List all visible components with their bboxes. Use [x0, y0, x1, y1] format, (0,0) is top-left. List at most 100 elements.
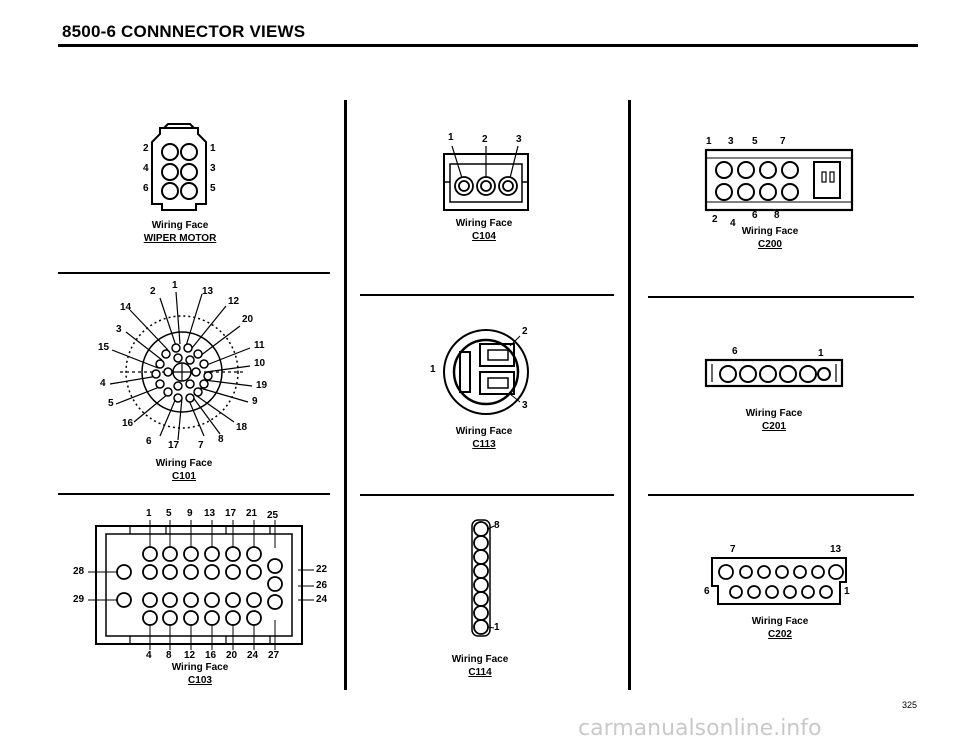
pin-label: 8	[218, 434, 224, 445]
connector-name: C101	[172, 471, 196, 482]
c113-connector: 2 1 3	[424, 322, 544, 422]
pin-label: 10	[254, 358, 266, 369]
pin-label: 13	[202, 286, 214, 297]
pin-label: 5	[210, 183, 216, 194]
pin-label: 2	[143, 143, 149, 154]
row-divider	[648, 494, 914, 496]
c202-connector: 7 13 6 1	[700, 544, 860, 608]
wiring-face-label: Wiring Face	[155, 458, 213, 469]
wiring-face-label: Wiring Face	[151, 220, 209, 231]
pin-label: 2	[150, 286, 156, 297]
pin-label: 9	[187, 508, 193, 519]
header-rule	[58, 44, 918, 47]
pin-label: 1	[844, 586, 850, 597]
c201-connector-drawing	[704, 358, 844, 388]
pin-label: 2	[482, 134, 488, 145]
c113-caption: Wiring Face C113	[434, 426, 534, 450]
pin-label: 13	[830, 544, 842, 555]
row-divider	[360, 294, 614, 296]
pin-label: 3	[522, 400, 528, 411]
wiring-face-label: Wiring Face	[745, 408, 803, 419]
pin-label: 3	[516, 134, 522, 145]
c103-connector-drawing	[88, 520, 314, 650]
pin-label: 20	[226, 650, 238, 661]
c202-caption: Wiring Face C202	[730, 616, 830, 640]
c202-connector-drawing	[711, 557, 847, 605]
pin-label: 1	[818, 348, 824, 359]
pin-label: 3	[116, 324, 122, 335]
pin-label: 22	[316, 564, 328, 575]
c101-caption: Wiring Face C101	[134, 458, 234, 482]
c200-connector-drawing	[704, 148, 854, 212]
pin-label: 6	[704, 586, 710, 597]
pin-label: 6	[146, 436, 152, 447]
pin-label: 11	[254, 340, 265, 351]
row-divider	[648, 296, 914, 298]
pin-label: 14	[120, 302, 132, 313]
pin-label: 26	[316, 580, 328, 591]
wiring-face-label: Wiring Face	[741, 226, 799, 237]
pin-label: 1	[210, 143, 216, 154]
c104-connector: 1 2 3	[434, 132, 534, 218]
pin-label: 18	[236, 422, 248, 433]
wiring-face-label: Wiring Face	[455, 218, 513, 229]
wiper-motor-connector: 2 1 4 3 6 5	[140, 123, 230, 214]
pin-label: 1	[430, 364, 436, 375]
connector-name: C113	[472, 439, 496, 450]
c200-caption: Wiring Face C200	[720, 226, 820, 250]
row-divider	[58, 493, 330, 495]
pin-label: 24	[316, 594, 328, 605]
pin-label: 8	[494, 520, 500, 531]
row-divider	[360, 494, 614, 496]
column-divider-right	[628, 100, 631, 690]
pin-label: 4	[730, 218, 736, 229]
pin-label: 7	[198, 440, 204, 451]
pin-label: 1	[172, 280, 178, 291]
pin-label: 4	[146, 650, 152, 661]
pin-label: 4	[143, 163, 149, 174]
c200-connector: 1 3 5 7 2 4 6 8	[700, 134, 860, 229]
pin-label: 16	[122, 418, 134, 429]
wiring-face-label: Wiring Face	[451, 654, 509, 665]
pin-label: 3	[210, 163, 216, 174]
c101-connector-drawing	[109, 291, 253, 441]
c114-connector-drawing	[471, 519, 495, 637]
c113-connector-drawing	[443, 329, 529, 415]
wiring-face-label: Wiring Face	[171, 662, 229, 673]
pin-label: 5	[166, 508, 172, 519]
pin-label: 25	[267, 510, 279, 521]
watermark: carmanualsonline.info	[578, 716, 822, 741]
pin-label: 1	[494, 622, 500, 633]
pin-label: 29	[73, 594, 85, 605]
c114-connector: 8 1	[462, 514, 522, 640]
connector-name: WIPER MOTOR	[143, 233, 217, 244]
c114-caption: Wiring Face C114	[430, 654, 530, 678]
pin-label: 7	[780, 136, 786, 147]
wiring-face-label: Wiring Face	[455, 426, 513, 437]
wiring-face-label: Wiring Face	[751, 616, 809, 627]
c103-connector: 1 5 9 13 17 21 25 4 8 12 16 20 24 27 28 …	[70, 508, 340, 661]
pin-label: 7	[730, 544, 736, 555]
pin-label: 13	[204, 508, 216, 519]
column-divider-left	[344, 100, 347, 690]
c201-connector: 6 1	[700, 346, 850, 390]
connector-name: C200	[758, 239, 782, 250]
pin-label: 6	[143, 183, 149, 194]
pin-label: 4	[100, 378, 106, 389]
pin-label: 24	[247, 650, 259, 661]
c201-caption: Wiring Face C201	[724, 408, 824, 432]
pin-label: 28	[73, 566, 85, 577]
c103-caption: Wiring Face C103	[150, 662, 250, 686]
pin-label: 3	[728, 136, 734, 147]
page-title: 8500-6 CONNNECTOR VIEWS	[62, 22, 306, 41]
pin-label: 12	[228, 296, 240, 307]
row-divider	[58, 272, 330, 274]
pin-label: 15	[98, 342, 110, 353]
connector-name: C202	[768, 629, 792, 640]
pin-label: 9	[252, 396, 258, 407]
pin-label: 8	[774, 210, 780, 221]
pin-label: 6	[752, 210, 758, 221]
pin-label: 2	[522, 326, 528, 337]
wiper-caption: Wiring Face WIPER MOTOR	[130, 220, 230, 244]
connector-name: C201	[762, 421, 786, 432]
